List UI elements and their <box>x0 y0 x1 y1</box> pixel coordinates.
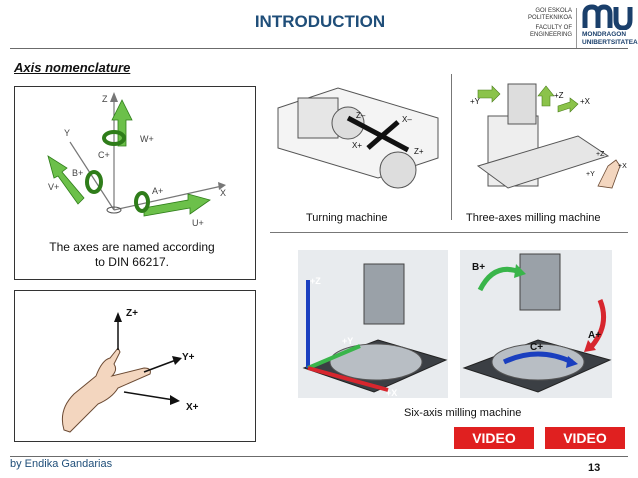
turning-machine-caption: Turning machine <box>306 212 388 224</box>
spindle-icon <box>363 263 405 325</box>
mill3-axis-label: +X <box>580 97 591 106</box>
machine-divider <box>451 74 452 220</box>
logo-name-line: MONDRAGON <box>582 31 627 38</box>
v-plus-arrow <box>47 155 85 205</box>
mill3-axis-label: +Y <box>470 97 481 106</box>
six-axis-left-drawing: +Z +Y +X <box>302 263 448 398</box>
turning-axis-label: Z+ <box>414 147 424 156</box>
footer-author: by Endika Gandarias <box>10 458 113 470</box>
mill3-axis-label: +Z <box>554 91 564 100</box>
b-plus-rotation-icon <box>477 266 521 292</box>
three-axes-machine-caption: Three-axes milling machine <box>466 212 601 224</box>
y-axis-line <box>69 141 115 211</box>
footer-divider <box>10 456 628 457</box>
six-left-label: +X <box>386 388 397 398</box>
institution-line: ENGINEERING <box>529 31 572 38</box>
hand-axis-label: Z+ <box>126 308 138 319</box>
institution-text: GOI ESKOLA POLITEKNIKOA FACULTY OF ENGIN… <box>512 8 572 39</box>
hand-y-axis <box>143 359 177 373</box>
institution-line: POLITEKNIKOA <box>527 15 572 22</box>
hand-icon <box>61 347 151 433</box>
machines-divider <box>270 232 628 233</box>
headstock-icon <box>297 97 339 139</box>
plus-y-arrow <box>477 85 501 103</box>
z-axis-arrowhead <box>110 92 118 102</box>
logo-divider <box>576 8 577 48</box>
axis-label: A+ <box>152 186 163 196</box>
axes-note: The axes are named according to DIN 6621… <box>49 240 215 269</box>
page-title: INTRODUCTION <box>254 12 386 31</box>
six-axis-right-drawing: B+ A+ C+ <box>462 253 612 393</box>
a-plus-rotation-icon <box>134 191 150 213</box>
axis-label: Z <box>102 94 108 104</box>
header-divider <box>10 48 628 49</box>
six-axis-right-image: B+ A+ C+ <box>460 250 612 398</box>
mill3-hand-label: +X <box>618 163 627 170</box>
turning-z-axis <box>346 115 410 153</box>
hand-diagram-panel <box>14 290 256 442</box>
axes-diagram: Z Y W+ C+ B+ V+ A+ X U+ <box>47 92 226 228</box>
turning-axis-label: Z– <box>356 111 366 120</box>
page-number: 13 <box>588 462 601 474</box>
u-plus-arrow <box>143 193 211 217</box>
hand-z-arrowhead <box>114 312 122 322</box>
section-title: Axis nomenclature <box>14 60 131 75</box>
axis-label: U+ <box>192 218 204 228</box>
six-axis-left-image: +Z +Y +X <box>298 250 448 398</box>
small-hand-icon <box>597 159 621 189</box>
axis-label: C+ <box>98 150 110 160</box>
six-right-label: B+ <box>472 262 485 273</box>
w-plus-arrow <box>111 99 133 147</box>
hand-diagram: Z+ Y+ X+ <box>61 308 199 433</box>
axis-label: X <box>220 188 226 198</box>
logo-name: MONDRAGON UNIBERTSITATEA <box>582 31 638 47</box>
six-left-x-axis <box>307 366 389 392</box>
turning-axis-label: X– <box>402 115 412 124</box>
mill3-hand-label: +Y <box>586 171 595 178</box>
turning-machine-image: Z– X– X+ Z+ <box>277 87 439 189</box>
spindle-head-icon <box>507 83 537 125</box>
video-button[interactable]: VIDEO <box>454 427 534 449</box>
six-left-y-axis <box>307 344 361 370</box>
turning-x-axis <box>366 120 400 150</box>
mill3-hand-label: +Z <box>596 151 605 158</box>
plus-x-arrow <box>557 97 579 113</box>
c-plus-rotation-icon <box>502 351 574 365</box>
mondragon-logo-icon <box>582 4 633 30</box>
table-icon <box>476 135 610 189</box>
b-plus-rotation-icon <box>85 170 103 194</box>
six-right-label: C+ <box>530 342 543 353</box>
hand-y-arrowhead <box>172 356 182 365</box>
hand-axis-label: Y+ <box>182 352 195 363</box>
six-left-label: +Z <box>310 276 321 286</box>
axis-label: V+ <box>48 182 59 192</box>
turning-axis-label: X+ <box>352 141 362 150</box>
axes-diagram-panel <box>14 86 256 280</box>
three-axes-machine-image: +Y +Z +X +Z +X +Y <box>470 83 627 189</box>
video-button[interactable]: VIDEO <box>545 427 625 449</box>
six-left-label: +Y <box>342 336 353 346</box>
x-axis-line <box>113 185 223 211</box>
hand-axis-label: X+ <box>186 402 199 413</box>
plus-z-arrow <box>537 85 555 107</box>
origin-marker <box>106 206 122 214</box>
institution-line: FACULTY OF <box>535 24 572 31</box>
x-axis-arrowhead <box>218 182 226 190</box>
axis-label: B+ <box>72 168 83 178</box>
logo-name-line: UNIBERTSITATEA <box>582 39 638 46</box>
spindle-icon <box>519 253 561 311</box>
institution-line: GOI ESKOLA <box>535 8 572 14</box>
hand-x-axis <box>123 391 175 401</box>
chuck-icon <box>331 106 365 140</box>
hand-x-arrowhead <box>170 395 180 405</box>
axis-label: W+ <box>140 134 154 144</box>
six-right-label: A+ <box>588 330 601 341</box>
turret-icon <box>379 151 417 189</box>
axis-label: Y <box>64 128 70 138</box>
c-plus-rotation-icon <box>102 130 126 146</box>
a-plus-rotation-icon <box>590 299 607 348</box>
six-axis-machine-caption: Six-axis milling machine <box>404 407 522 419</box>
